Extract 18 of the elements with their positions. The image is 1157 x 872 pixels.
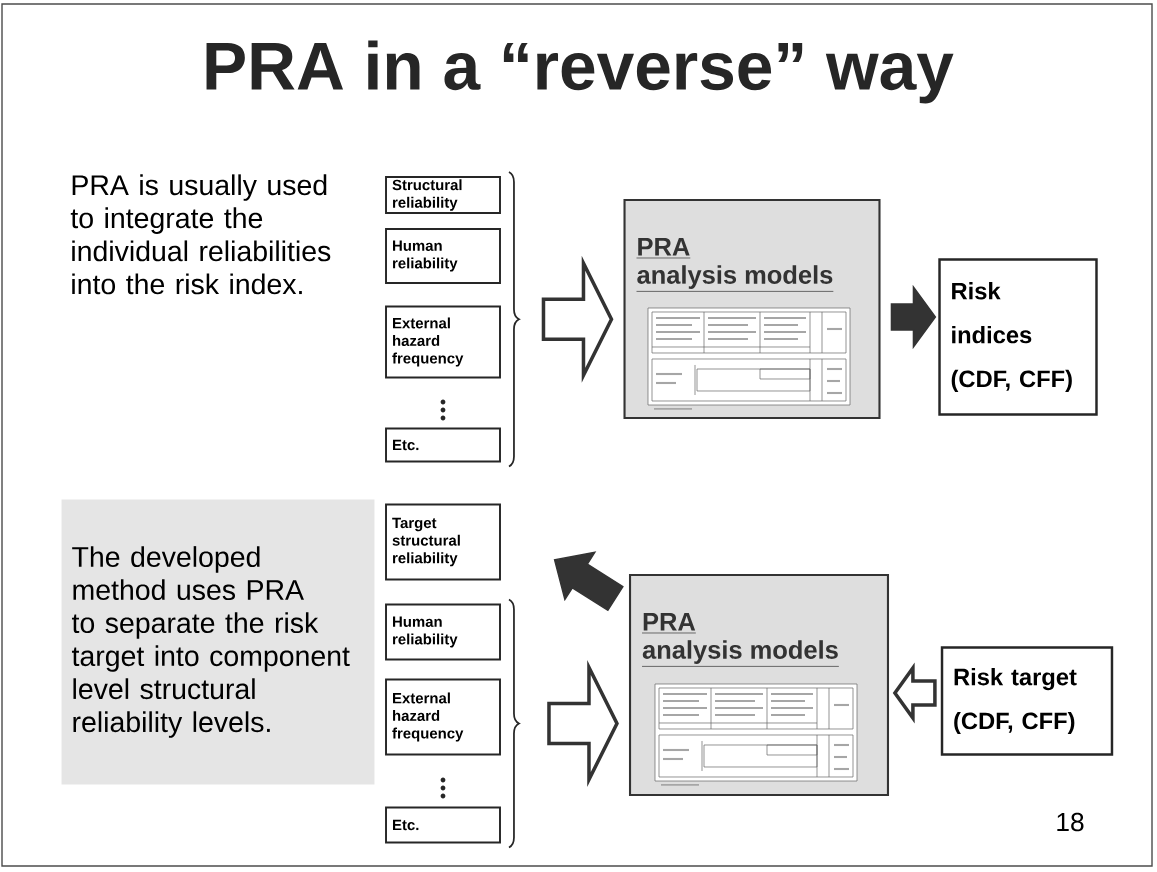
text-box: Target structural reliability [385,503,501,581]
text-box: Human reliability [385,603,501,661]
block-arrow [547,660,619,787]
block-arrow [541,255,614,383]
text-box: External hazard frequency [385,678,501,756]
text-box: Structural reliability [385,176,501,214]
text-box: Etc. [385,806,501,844]
block-arrow [890,284,937,350]
block-arrow [892,662,937,724]
text-box: Etc. [385,427,501,463]
text-box: Human reliability [385,228,501,284]
text-panel: The developed method uses PRA to separate the risk target into component level structural reliability levels. [61,499,375,785]
result-box: Risk target (CDF, CFF) [940,646,1114,756]
text-box: External hazard frequency [385,305,501,379]
body-text: PRA is usually used to integrate the individual reliabilities into the risk index. [70,174,331,295]
slide-title: PRA in a “reverse” way [206,40,954,104]
page-number: 18 [1057,812,1084,832]
result-box: Risk indices (CDF, CFF) [938,258,1098,416]
